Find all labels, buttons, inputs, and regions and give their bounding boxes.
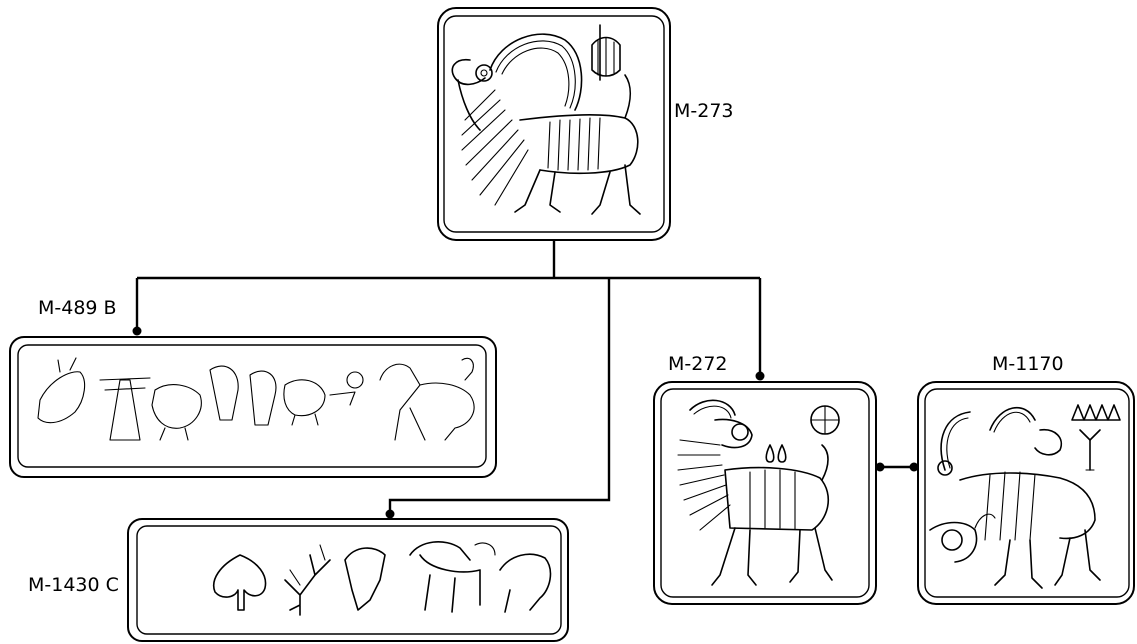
- seal-m489b: M-489 B: [10, 297, 496, 477]
- edge-dot-m272: [756, 372, 765, 381]
- label-m489b: M-489 B: [38, 297, 117, 319]
- seal-m273: M-273: [438, 8, 734, 240]
- label-m272: M-272: [668, 353, 728, 375]
- label-m273: M-273: [674, 100, 734, 122]
- edge-dot-m489b: [133, 327, 142, 336]
- label-m1430c: M-1430 C: [28, 574, 119, 596]
- seal-m1170: M-1170: [918, 353, 1134, 604]
- seal-m1430c: M-1430 C: [28, 519, 568, 641]
- seal-m489b-inner-frame: [18, 345, 486, 467]
- label-m1170: M-1170: [992, 353, 1064, 375]
- edge-dot-m1430c: [386, 510, 395, 519]
- seal-m273-inner-frame: [444, 16, 664, 232]
- seal-m272: M-272: [654, 353, 876, 604]
